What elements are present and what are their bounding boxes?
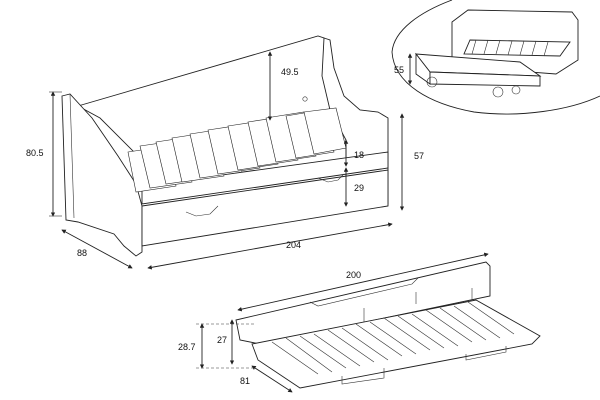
trundle-view: [235, 261, 541, 389]
dim-trundle-length: 200: [237, 252, 489, 312]
trundle-foot: [465, 346, 507, 361]
dim-backrest-height: 49.5: [267, 51, 299, 121]
dim-side-height: 57: [399, 113, 424, 211]
dim-total-height: 80.5: [26, 91, 62, 217]
daybed-main-view: [61, 35, 389, 257]
bolt-icon: [302, 96, 308, 102]
inset-bed-top: [463, 39, 571, 57]
side-panel-edge: [69, 93, 75, 219]
label-drawer-height: 29: [354, 183, 364, 193]
label-trundle-height-outer: 28.7: [178, 342, 196, 352]
dim-trundle-width: 81: [240, 365, 293, 393]
label-backrest-height: 49.5: [281, 67, 299, 77]
bed-slats: [127, 107, 347, 193]
label-total-height: 80.5: [26, 148, 44, 158]
left-side-panel: [61, 93, 143, 257]
label-mattress-height: 18: [354, 150, 364, 160]
inset-slats: [471, 39, 549, 57]
label-trundle-height-inner: 27: [217, 335, 227, 345]
inset-trundle-front: [429, 71, 541, 87]
dim-rail-drawer: 18 29: [343, 139, 364, 207]
label-trundle-width: 81: [240, 376, 250, 386]
inset-detail: 55: [391, 0, 600, 115]
dim-length: 204: [147, 222, 393, 270]
label-side-height: 57: [414, 151, 424, 161]
trundle-handle: [341, 368, 385, 385]
label-trundle-length: 200: [346, 270, 361, 280]
label-depth: 88: [77, 248, 87, 258]
drawer-handle-right: [317, 173, 345, 183]
inset-caster-right: [511, 85, 521, 95]
inset-caster-left: [426, 76, 438, 88]
front-rail: [141, 151, 389, 205]
label-inset-height: 55: [394, 65, 404, 75]
label-length: 204: [286, 240, 301, 250]
dim-trundle-height: 28.7 27: [178, 319, 256, 369]
inset-caster-mid: [492, 86, 504, 98]
inset-ellipse: [391, 0, 600, 115]
drawer-handle-left: [185, 205, 219, 217]
dim-depth: 88: [61, 229, 133, 269]
